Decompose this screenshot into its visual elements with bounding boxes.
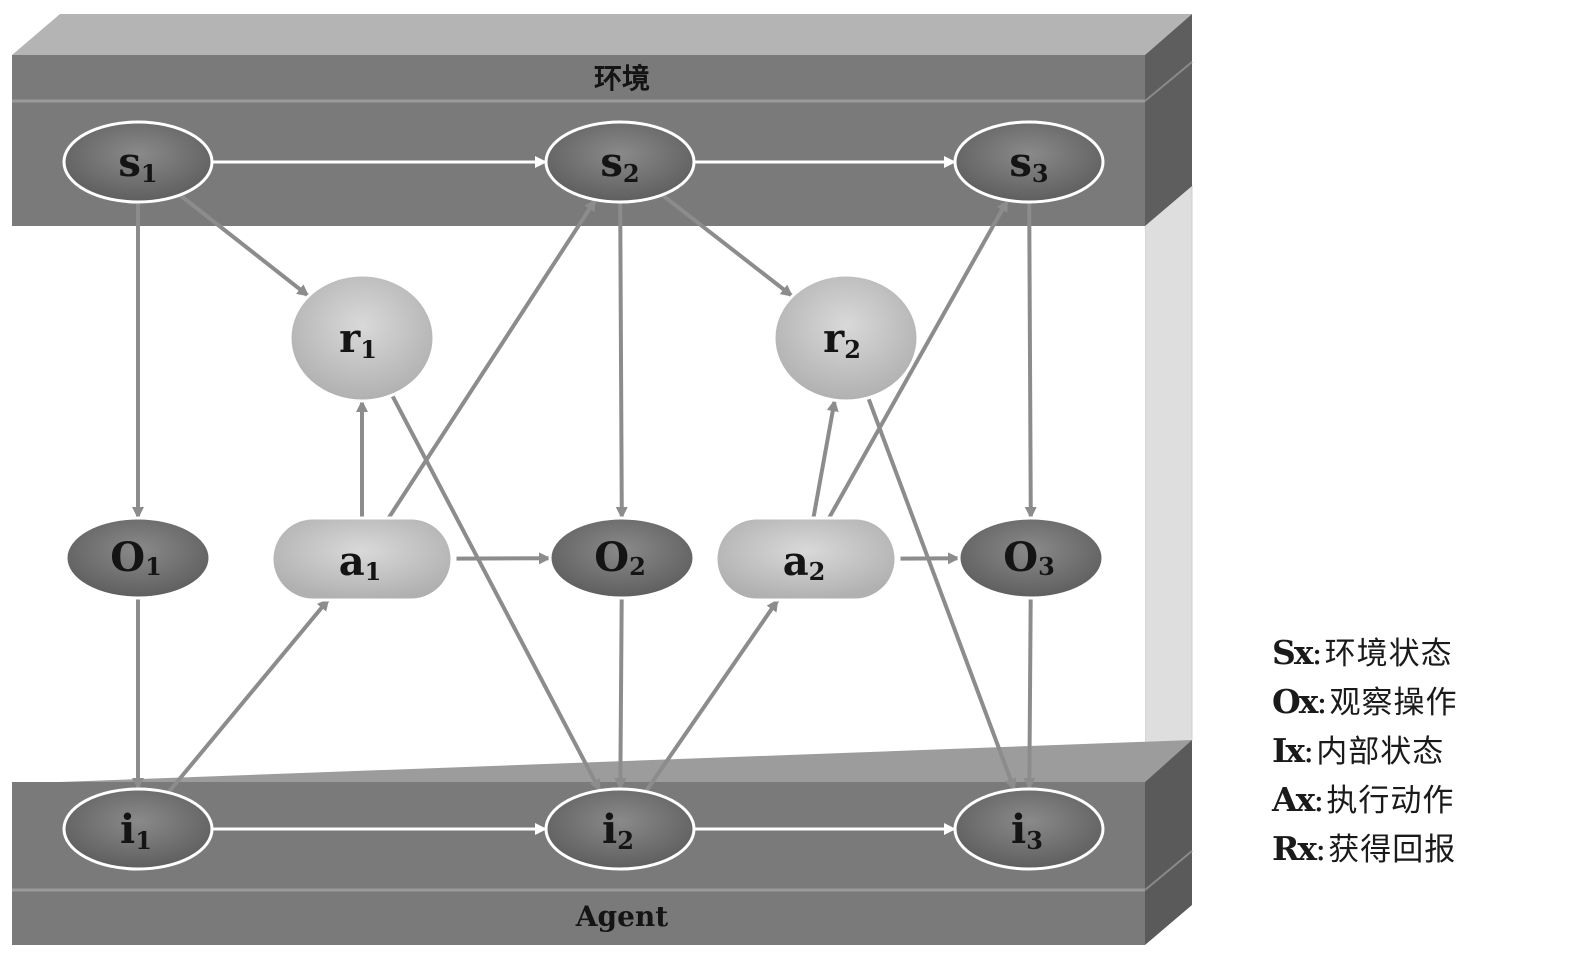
legend-description: 环境状态: [1325, 628, 1453, 673]
legend-separator: :: [1303, 731, 1314, 770]
legend-key: Ix: [1272, 731, 1303, 770]
node-o1-sub: 1: [145, 552, 162, 581]
edge-o2-to-i2: [620, 598, 621, 789]
node-i3: i3: [955, 789, 1103, 869]
legend-separator: :: [1316, 682, 1327, 721]
legend-description: 观察操作: [1330, 677, 1458, 722]
node-o3: O3: [959, 518, 1103, 598]
legend-key: Sx: [1272, 633, 1312, 672]
node-a2-main: a: [783, 538, 809, 585]
node-s2-main: s: [600, 139, 623, 186]
legend: Sx:环境状态 Ox:观察操作 Ix:内部状态 Ax:执行动作 Rx:获得回报: [1272, 628, 1582, 873]
edge-o3-to-i3: [1029, 598, 1030, 789]
node-s3-sub: 3: [1032, 159, 1049, 188]
node-a1: a1: [272, 518, 452, 600]
node-o3-sub: 3: [1038, 552, 1055, 581]
node-o2-sub: 2: [629, 552, 646, 581]
legend-key: Ax: [1272, 780, 1313, 819]
edge-s2-to-o2: [620, 202, 622, 518]
node-o3-main: O: [1003, 534, 1038, 581]
legend-description: 获得回报: [1328, 824, 1456, 869]
legend-separator: :: [1315, 829, 1326, 868]
node-a2: a2: [716, 518, 896, 600]
node-i2-main: i: [602, 806, 617, 853]
node-a1-sub: 1: [365, 557, 382, 586]
node-s2: s2: [546, 122, 694, 202]
box-middle-area: [12, 222, 1145, 782]
legend-separator: :: [1313, 780, 1324, 819]
node-s1-main: s: [118, 139, 141, 186]
node-s1-sub: 1: [141, 159, 158, 188]
node-r1: r1: [290, 275, 434, 401]
legend-row-rx: Rx:获得回报: [1272, 824, 1582, 873]
legend-row-ax: Ax:执行动作: [1272, 775, 1582, 824]
node-r2-sub: 2: [844, 335, 861, 364]
legend-row-ix: Ix:内部状态: [1272, 726, 1582, 775]
node-o1: O1: [66, 518, 210, 598]
legend-description: 内部状态: [1316, 726, 1444, 771]
environment-band-title: 环境: [594, 62, 650, 95]
legend-row-ox: Ox:观察操作: [1272, 677, 1582, 726]
box-right-wall: [1145, 186, 1192, 780]
node-i1: i1: [64, 789, 212, 869]
environment-band-top-face: [12, 14, 1192, 55]
node-o2-main: O: [594, 534, 629, 581]
node-i3-main: i: [1011, 806, 1026, 853]
node-o1-main: O: [110, 534, 145, 581]
legend-key: Rx: [1272, 829, 1315, 868]
node-a1-main: a: [339, 538, 365, 585]
node-i1-main: i: [120, 806, 135, 853]
node-r2: r2: [774, 275, 918, 401]
node-s2-sub: 2: [623, 159, 640, 188]
node-r2-main: r: [823, 315, 845, 362]
legend-row-sx: Sx:环境状态: [1272, 628, 1582, 677]
node-o2: O2: [550, 518, 694, 598]
node-r1-main: r: [339, 315, 361, 362]
node-s1: s1: [64, 122, 212, 202]
node-i2-sub: 2: [617, 826, 634, 855]
legend-separator: :: [1312, 633, 1323, 672]
legend-key: Ox: [1272, 682, 1316, 721]
node-i1-sub: 1: [135, 826, 152, 855]
node-a2-sub: 2: [809, 557, 826, 586]
node-s3-main: s: [1009, 139, 1032, 186]
node-i2: i2: [546, 789, 694, 869]
edge-s3-to-o3: [1029, 202, 1031, 518]
node-r1-sub: 1: [360, 335, 377, 364]
node-i3-sub: 3: [1026, 826, 1043, 855]
agent-band-title: Agent: [575, 900, 668, 933]
node-s3: s3: [955, 122, 1103, 202]
legend-description: 执行动作: [1326, 775, 1454, 820]
